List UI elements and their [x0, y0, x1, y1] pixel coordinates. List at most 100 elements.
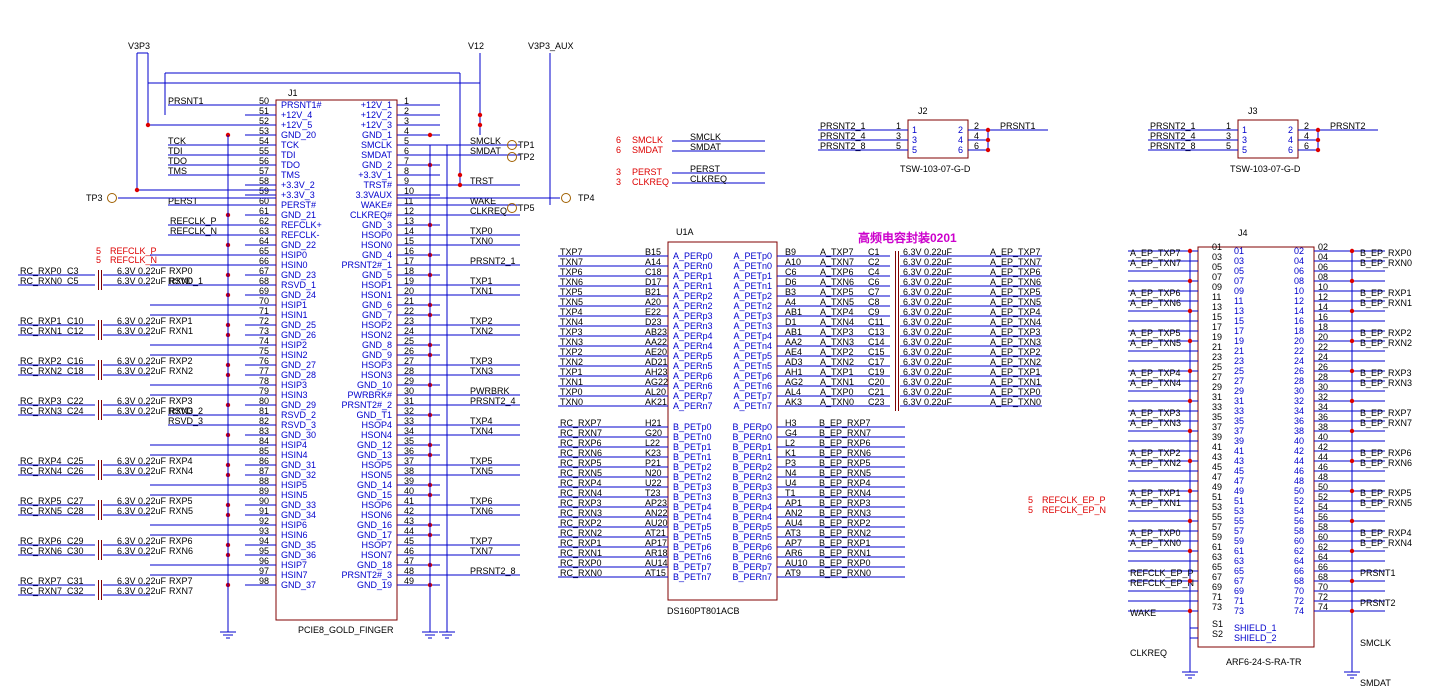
pin-name: 48 [1294, 476, 1304, 486]
pin-number: 58 [259, 176, 269, 186]
pin-number: 83 [259, 426, 269, 436]
cap-output-net: RXP4 [169, 456, 193, 466]
pin-name: B_PETn0 [673, 432, 712, 442]
pin-name: GND_26 [281, 330, 316, 340]
ball-number: A14 [645, 257, 661, 267]
pin-name: 2 [958, 125, 963, 135]
net-label: PRSNT1 [1000, 121, 1036, 131]
pin-number: 65 [1212, 562, 1222, 572]
pin-name: TCK [281, 140, 299, 150]
net-label: TXP4 [470, 416, 493, 426]
ball-number: H3 [785, 418, 797, 428]
net-label: TXP6 [470, 496, 493, 506]
pin-name: GND_7 [362, 310, 392, 320]
pin-name: GND_14 [357, 480, 392, 490]
net-label: A_TXN5 [820, 297, 854, 307]
pin-name: +12V_4 [281, 110, 312, 120]
pin-name: HSON1 [361, 290, 392, 300]
pin-name: B_PERp6 [732, 542, 772, 552]
pin-name: 34 [1294, 406, 1304, 416]
ball-number: G4 [785, 428, 797, 438]
net-label: PRSNT2_8 [1150, 141, 1196, 151]
pin-name: A_PETn0 [733, 261, 772, 271]
test-point [507, 152, 517, 162]
ball-number: AU10 [785, 558, 808, 568]
pin-number: 13 [1212, 302, 1222, 312]
pin-number: 32 [404, 406, 414, 416]
pin-name: HSIP2 [281, 340, 307, 350]
pin-name: TMS [281, 170, 300, 180]
pin-name: PERST# [281, 200, 316, 210]
pin-number: 97 [259, 566, 269, 576]
ball-number: U4 [785, 478, 797, 488]
net-label: WAKE [1130, 608, 1156, 618]
ball-number: AG2 [785, 377, 803, 387]
pin-number: 31 [1212, 392, 1222, 402]
pin-name: 13 [1234, 306, 1244, 316]
pin-name: 58 [1294, 526, 1304, 536]
pin-name: 14 [1294, 306, 1304, 316]
pin-number: S2 [1212, 629, 1223, 639]
net-label: B_EP_RXN0 [1360, 258, 1412, 268]
pin-number: 1 [896, 121, 901, 131]
pin-name: 55 [1234, 516, 1244, 526]
net-label: A_TXP1 [820, 367, 854, 377]
pin-name: RSVD_1 [281, 280, 316, 290]
net-label: REFCLK_EP_N [1130, 578, 1194, 588]
offpage-net: CLKREQ [690, 174, 727, 184]
net-label: A_TXP6 [820, 267, 854, 277]
net-label: PRSNT1 [1360, 568, 1396, 578]
net-label: RC_RXN1 [560, 548, 602, 558]
net-label: A_EP_TXP5 [1130, 328, 1181, 338]
net-label: RC_RXN7 [560, 428, 602, 438]
net-label: B_EP_RXP5 [819, 458, 871, 468]
pin-name: TDO [281, 160, 300, 170]
pin-number: 10 [404, 186, 414, 196]
pin-name: HSON3 [361, 370, 392, 380]
pin-number: 2 [404, 106, 409, 116]
test-point-label: TP4 [578, 193, 595, 203]
cap-input-net: RC_RXN1 [20, 326, 62, 336]
cap-output-net: RXN0 [169, 276, 193, 286]
ball-number: AL20 [645, 387, 666, 397]
pin-name: HSOP7 [361, 540, 392, 550]
pin-name: 09 [1234, 286, 1244, 296]
pin-name: SMDAT [361, 150, 392, 160]
pin-name: HSIP1 [281, 300, 307, 310]
offpage-ref: REFCLK_EP_P [1042, 495, 1106, 505]
pin-name: 68 [1294, 576, 1304, 586]
ball-number: AK21 [645, 397, 667, 407]
pin-number: 3 [896, 131, 901, 141]
net-label: TDO [168, 156, 187, 166]
ball-number: AR6 [785, 548, 803, 558]
net-label: PRSNT2 [1360, 598, 1396, 608]
pin-number: 94 [259, 536, 269, 546]
net-label: TXP4 [560, 307, 583, 317]
net-label: B_EP_RXN7 [819, 428, 871, 438]
cap-output-net: A_EP_TXN3 [990, 337, 1041, 347]
pin-number: 71 [1212, 592, 1222, 602]
pin-name: 23 [1234, 356, 1244, 366]
pin-number: 95 [259, 546, 269, 556]
pin-name: 08 [1294, 276, 1304, 286]
pin-number: 49 [404, 576, 414, 586]
pin-name: HSIN7 [281, 570, 308, 580]
pin-number: 41 [404, 496, 414, 506]
cap-value: 6.3V 0.22uF [117, 356, 167, 366]
net-label: A_TXP0 [820, 387, 854, 397]
net-label: SMDAT [470, 146, 501, 156]
pin-number: 2 [1304, 121, 1309, 131]
pin-number: 13 [404, 216, 414, 226]
ball-number: D23 [645, 317, 662, 327]
ball-number: H21 [645, 418, 662, 428]
net-label: B_EP_RXN3 [1360, 378, 1412, 388]
ball-number: AU4 [785, 518, 803, 528]
pin-number: 96 [259, 556, 269, 566]
cap-value: 6.3V 0.22uF [117, 326, 167, 336]
ball-number: C18 [645, 267, 662, 277]
pin-name: B_PERn4 [732, 512, 772, 522]
pin-name: +3.3V_3 [281, 190, 315, 200]
pin-name: B_PETp3 [673, 482, 712, 492]
pin-name: HSIP0 [281, 250, 307, 260]
pin-name: HSOP3 [361, 360, 392, 370]
